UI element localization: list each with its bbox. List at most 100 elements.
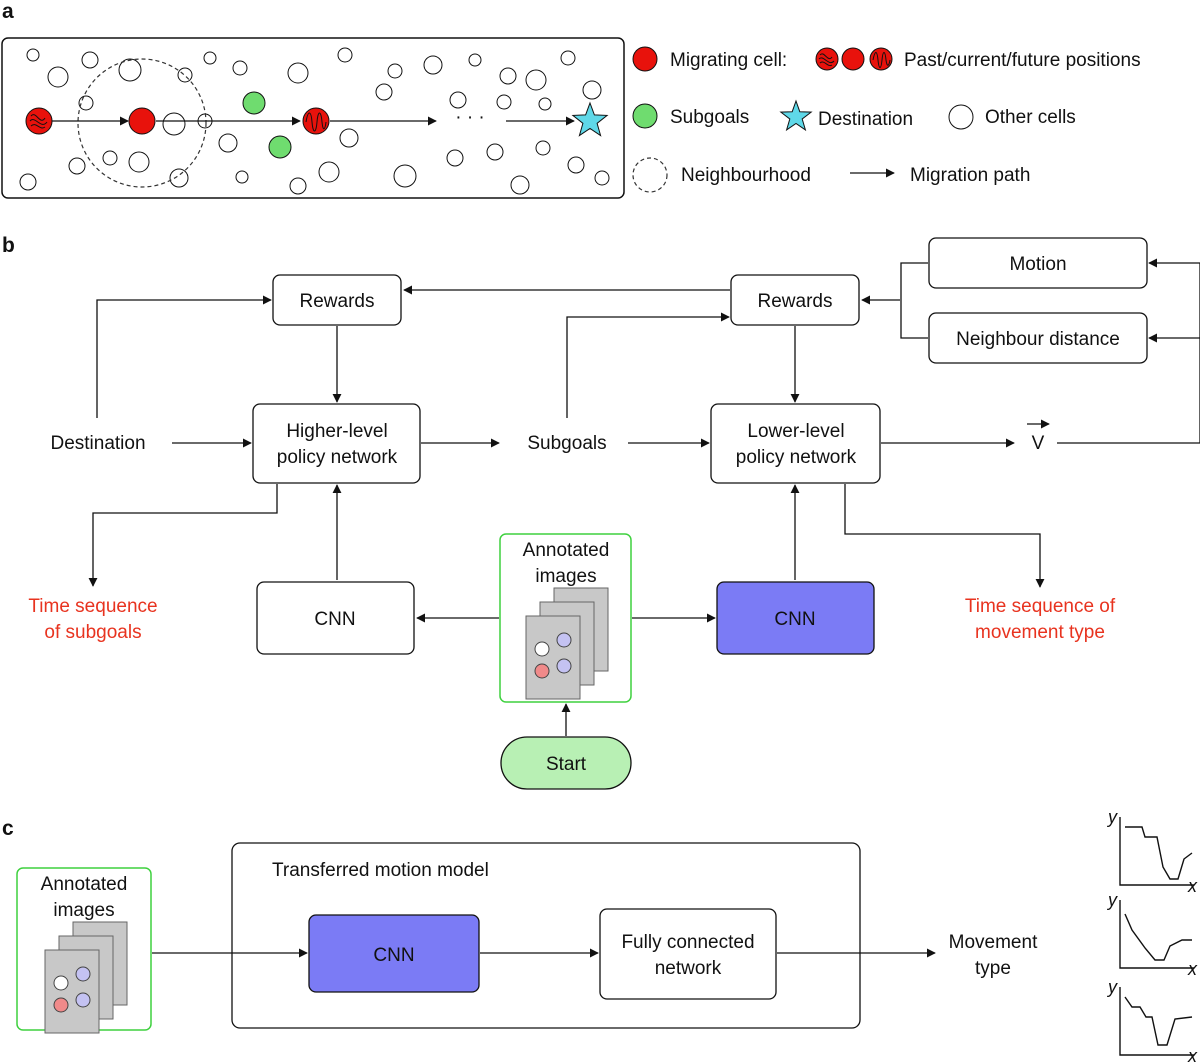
- start-label: Start: [546, 754, 587, 775]
- other-cell: [162, 112, 186, 136]
- higher-policy-line1: Higher-level: [286, 421, 387, 442]
- other-cell: [499, 67, 517, 85]
- subgoal-cell-1: [242, 91, 266, 115]
- image-cell-white: [53, 975, 69, 991]
- panel-label-a: a: [2, 0, 14, 23]
- legend-subgoals: Subgoals: [670, 107, 749, 128]
- mini-plot-axes: [1119, 987, 1194, 1056]
- path-ellipsis: · · ·: [455, 107, 485, 128]
- image-cell-blue: [75, 992, 91, 1008]
- image-cell-red: [534, 663, 550, 679]
- mini-plot-y-label: y: [1106, 890, 1118, 910]
- movement-type-plots: y x y x y x: [1106, 807, 1198, 1063]
- destination-star-icon: [571, 101, 609, 137]
- other-cell: [318, 161, 340, 183]
- neighbour-distance-box: [928, 312, 1148, 364]
- legend-future-cell-icon: [869, 47, 893, 71]
- legend-past-cell-icon: [815, 47, 839, 71]
- other-cell: [393, 164, 417, 188]
- annotated-images-c-line2: images: [53, 900, 114, 921]
- mini-plot-x-label: x: [1187, 959, 1198, 979]
- legend-neighbourhood-icon: [632, 157, 668, 193]
- rewards-right-label: Rewards: [758, 291, 833, 312]
- legend-migrating-cell: Migrating cell:: [670, 50, 787, 71]
- other-cell: [218, 133, 238, 153]
- rewards-left-box: [272, 274, 402, 326]
- other-cell: [337, 47, 353, 63]
- image-cell-blue: [556, 658, 572, 674]
- mini-plot-y-label: y: [1106, 977, 1118, 997]
- other-cell: [594, 170, 610, 186]
- cnn-right-label: CNN: [774, 609, 815, 630]
- other-cell: [118, 58, 142, 82]
- panel-label-b: b: [2, 234, 15, 257]
- mini-plot-curve: [1125, 826, 1193, 880]
- cnn-c-label: CNN: [373, 945, 414, 966]
- panel-label-c: c: [2, 817, 14, 840]
- other-cell: [235, 170, 249, 184]
- cnn-left-label: CNN: [314, 609, 355, 630]
- other-cell: [287, 62, 309, 84]
- other-cell: [446, 149, 464, 167]
- velocity-label: V: [1032, 433, 1045, 454]
- cnn-left-box: [256, 581, 415, 655]
- start-box: [500, 736, 632, 790]
- mini-plot-curve: [1124, 913, 1192, 961]
- cnn-c-box: [308, 914, 480, 993]
- legend-destination: Destination: [818, 109, 913, 130]
- mini-plot-y-label: y: [1106, 807, 1118, 827]
- image-cell-red: [53, 997, 69, 1013]
- other-cell: [177, 67, 193, 83]
- legend-migration-path: Migration path: [910, 165, 1030, 186]
- other-cell: [47, 66, 69, 88]
- mini-plot-curve: [1124, 996, 1193, 1046]
- other-cell: [68, 157, 86, 175]
- motion-box: [928, 237, 1148, 289]
- other-cell: [387, 63, 403, 79]
- other-cell: [102, 150, 118, 166]
- lower-policy-line1: Lower-level: [747, 421, 844, 442]
- image-cell-white: [534, 641, 550, 657]
- rewards-right-box: [730, 274, 860, 326]
- time-seq-movement-line2: movement type: [975, 622, 1105, 643]
- lower-level-policy-box: [710, 403, 881, 484]
- higher-level-policy-box: [252, 403, 421, 484]
- other-cell: [203, 51, 217, 65]
- other-cell: [128, 151, 150, 173]
- other-cell: [423, 55, 443, 75]
- time-seq-movement-line1: Time sequence of: [965, 596, 1116, 617]
- subgoal-cell-2: [268, 135, 292, 159]
- legend-migrating-cell-icon: [632, 46, 658, 72]
- legend-positions: Past/current/future positions: [904, 50, 1141, 71]
- annotated-image-stack: [525, 587, 609, 700]
- movement-type-line1: Movement: [949, 932, 1038, 953]
- motion-label: Motion: [1009, 254, 1066, 275]
- other-cell: [486, 143, 504, 161]
- mini-plot-x-label: x: [1187, 1046, 1198, 1063]
- legend-neighbourhood: Neighbourhood: [681, 165, 811, 186]
- time-seq-subgoals-line2: of subgoals: [44, 622, 141, 643]
- mini-plot-x-label: x: [1187, 876, 1198, 896]
- image-cell-blue: [75, 966, 91, 982]
- other-cell: [449, 91, 467, 109]
- panel-b-connectors: [88, 258, 1200, 736]
- other-cell: [78, 95, 94, 111]
- destination-label: Destination: [50, 433, 145, 454]
- other-cell: [567, 156, 585, 174]
- fully-connected-line1: Fully connected: [621, 932, 754, 953]
- other-cell: [19, 173, 37, 191]
- lower-policy-line2: policy network: [736, 447, 857, 468]
- other-cell: [560, 50, 576, 66]
- other-cell: [289, 177, 307, 195]
- neighbour-distance-label: Neighbour distance: [956, 329, 1120, 350]
- subgoals-label: Subgoals: [527, 433, 606, 454]
- annotated-images-line2: images: [535, 566, 596, 587]
- other-cell: [538, 97, 552, 111]
- other-cell: [375, 83, 393, 101]
- legend-current-cell-icon: [841, 47, 865, 71]
- movement-type-line2: type: [975, 958, 1011, 979]
- cnn-right-box: [716, 581, 875, 655]
- other-cell: [582, 80, 602, 100]
